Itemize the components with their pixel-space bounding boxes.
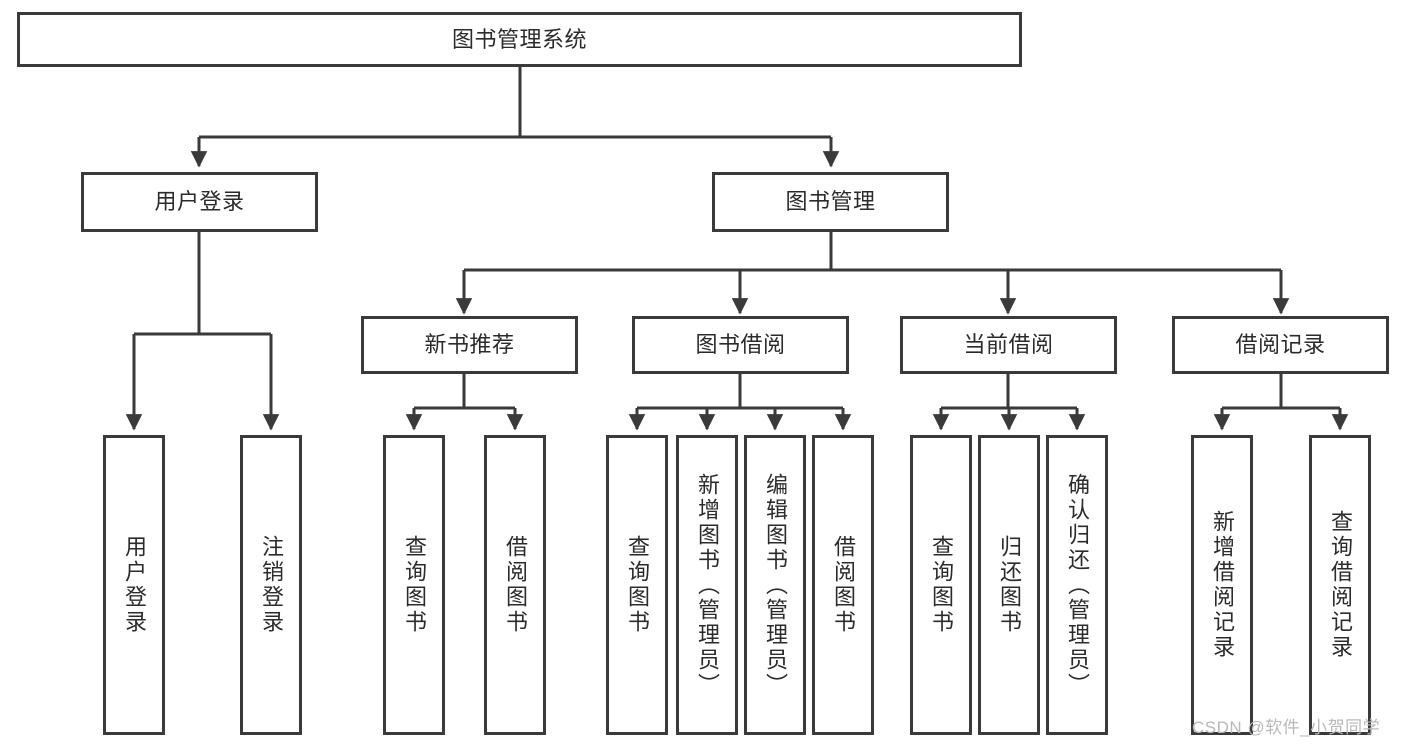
node-current-borrow-label: 当前借阅 [963, 332, 1054, 358]
leaf-book-borrow-3[interactable]: 借阅图书 [812, 435, 874, 735]
leaf-borrow-record-0[interactable]: 新增借阅记录 [1191, 435, 1253, 735]
leaf-book-borrow-3-label: 借阅图书 [830, 535, 856, 635]
leaf-new-book-0-label: 查询图书 [401, 535, 427, 635]
node-book-borrow[interactable]: 图书借阅 [632, 316, 849, 374]
leaf-current-borrow-1-label: 归还图书 [996, 535, 1022, 635]
node-user-login-label: 用户登录 [154, 189, 245, 215]
node-user-login[interactable]: 用户登录 [81, 172, 318, 232]
leaf-new-book-1[interactable]: 借阅图书 [484, 435, 546, 735]
leaf-book-borrow-0[interactable]: 查询图书 [606, 435, 668, 735]
node-new-book-recommend[interactable]: 新书推荐 [361, 316, 578, 374]
leaf-user-login-0-label: 用户登录 [121, 535, 147, 635]
leaf-new-book-0[interactable]: 查询图书 [383, 435, 445, 735]
leaf-borrow-record-0-label: 新增借阅记录 [1209, 510, 1235, 660]
leaf-user-login-1[interactable]: 注销登录 [240, 435, 302, 735]
leaf-current-borrow-0-label: 查询图书 [928, 535, 954, 635]
leaf-book-borrow-2[interactable]: 编辑图书（管理员） [744, 435, 806, 735]
node-borrow-record-label: 借阅记录 [1235, 332, 1326, 358]
leaf-book-borrow-0-label: 查询图书 [624, 535, 650, 635]
leaf-user-login-1-label: 注销登录 [258, 535, 284, 635]
node-root-label: 图书管理系统 [451, 26, 587, 52]
leaf-borrow-record-1-label: 查询借阅记录 [1327, 510, 1353, 660]
node-book-borrow-label: 图书借阅 [695, 332, 786, 358]
node-current-borrow[interactable]: 当前借阅 [900, 316, 1117, 374]
leaf-book-borrow-1-label: 新增图书（管理员） [694, 472, 720, 698]
leaf-book-borrow-2-label: 编辑图书（管理员） [762, 472, 788, 698]
leaf-current-borrow-2[interactable]: 确认归还（管理员） [1046, 435, 1108, 735]
leaf-book-borrow-1[interactable]: 新增图书（管理员） [676, 435, 738, 735]
leaf-new-book-1-label: 借阅图书 [502, 535, 528, 635]
node-root[interactable]: 图书管理系统 [17, 12, 1022, 67]
leaf-borrow-record-1[interactable]: 查询借阅记录 [1309, 435, 1371, 735]
node-new-book-recommend-label: 新书推荐 [424, 332, 515, 358]
node-book-manage[interactable]: 图书管理 [712, 172, 949, 232]
leaf-current-borrow-1[interactable]: 归还图书 [978, 435, 1040, 735]
node-borrow-record[interactable]: 借阅记录 [1172, 316, 1389, 374]
node-book-manage-label: 图书管理 [785, 189, 876, 215]
leaf-current-borrow-2-label: 确认归还（管理员） [1064, 472, 1090, 698]
leaf-current-borrow-0[interactable]: 查询图书 [910, 435, 972, 735]
leaf-user-login-0[interactable]: 用户登录 [103, 435, 165, 735]
